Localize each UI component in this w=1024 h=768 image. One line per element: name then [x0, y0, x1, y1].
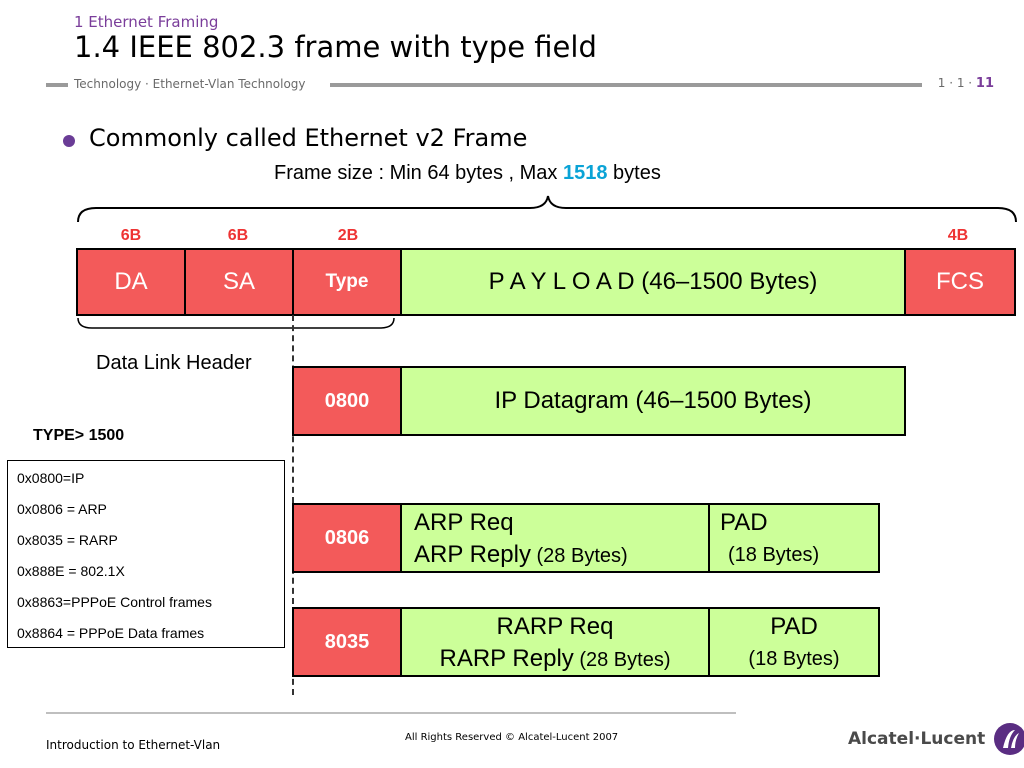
page-number: 1 · 1 · 11: [938, 76, 994, 91]
arp-pad-label: PAD: [720, 509, 768, 536]
logo-icon: [994, 723, 1024, 755]
page-number-value: 11: [975, 76, 994, 91]
arp-pad: PAD (18 Bytes): [708, 503, 880, 573]
header-rule-left: [46, 83, 68, 87]
type-code-item: 0x8863=PPPoE Control frames: [17, 594, 212, 610]
arp-line2-size: (28 Bytes): [530, 545, 628, 567]
page-title: 1.4 IEEE 802.3 frame with type field: [74, 30, 597, 64]
rarp-pad-size: (18 Bytes): [748, 648, 840, 670]
arp-line2-main: ARP Reply: [414, 541, 531, 568]
frame-size-prefix: Frame size : Min 64 bytes , Max: [274, 162, 563, 184]
frame-brace: [77, 195, 1017, 223]
field-type: Type: [292, 248, 402, 316]
type-code-item: 0x0800=IP: [17, 470, 85, 486]
size-label-sa: 6B: [227, 227, 249, 244]
rarp-pad-label: PAD: [770, 613, 818, 640]
section-subtitle: 1 Ethernet Framing: [74, 13, 219, 31]
arp-line1: ARP Req: [414, 509, 514, 536]
field-payload: P A Y L O A D (46–1500 Bytes): [400, 248, 906, 316]
type-code-item: 0x8864 = PPPoE Data frames: [17, 625, 205, 641]
arp-line2: ARP Reply (28 Bytes): [414, 539, 708, 572]
rarp-line2-size: (28 Bytes): [573, 649, 671, 671]
logo-text: Alcatel·Lucent: [848, 729, 986, 749]
arp-pad-size: (18 Bytes): [728, 544, 820, 566]
type-code-item: 0x0806 = ARP: [17, 501, 107, 517]
type-code-item: 0x8035 = RARP: [17, 532, 118, 548]
field-sa: SA: [184, 248, 294, 316]
bullet-text: Commonly called Ethernet v2 Frame: [89, 124, 528, 152]
size-label-fcs: 4B: [947, 227, 969, 244]
footer-course-title: Introduction to Ethernet-Vlan: [46, 738, 221, 752]
breadcrumb: Technology · Ethernet-Vlan Technology: [74, 77, 306, 91]
frame-size-max: 1518: [562, 162, 608, 184]
data-link-header-label: Data Link Header: [96, 352, 252, 374]
size-label-da: 6B: [120, 227, 142, 244]
rarp-type-code: 8035: [292, 607, 402, 677]
size-label-type: 2B: [337, 227, 359, 244]
arp-type-code: 0806: [292, 503, 402, 573]
frame-size-suffix: bytes: [607, 162, 661, 184]
footer-copyright: All Rights Reserved © Alcatel-Lucent 200…: [405, 732, 619, 743]
frame-size-text: Frame size : Min 64 bytes , Max 1518 byt…: [274, 162, 661, 185]
arp-payload: ARP Req ARP Reply (28 Bytes): [400, 503, 710, 573]
rarp-line2: RARP Reply (28 Bytes): [402, 643, 708, 676]
rarp-payload: RARP Req RARP Reply (28 Bytes): [400, 607, 710, 677]
bullet-icon: [63, 135, 75, 147]
type-note-label: TYPE: [33, 427, 75, 444]
field-da: DA: [76, 248, 186, 316]
ip-datagram: IP Datagram (46–1500 Bytes): [400, 366, 906, 436]
company-logo: Alcatel·Lucent: [848, 722, 1024, 756]
page-prefix: 1 · 1 ·: [937, 76, 976, 90]
ip-type-code: 0800: [292, 366, 402, 436]
type-code-list: 0x0800=IP 0x0806 = ARP 0x8035 = RARP 0x8…: [7, 460, 285, 648]
header-brace: [77, 317, 395, 329]
header-rule-right: [330, 83, 922, 87]
footer-rule: [46, 712, 736, 714]
rarp-line1: RARP Req: [496, 613, 614, 640]
type-code-item: 0x888E = 802.1X: [17, 563, 125, 579]
rarp-pad: PAD (18 Bytes): [708, 607, 880, 677]
type-note: TYPE> 1500: [33, 427, 124, 445]
type-note-rest: > 1500: [74, 427, 125, 444]
field-fcs: FCS: [904, 248, 1016, 316]
rarp-line2-main: RARP Reply: [439, 645, 574, 672]
